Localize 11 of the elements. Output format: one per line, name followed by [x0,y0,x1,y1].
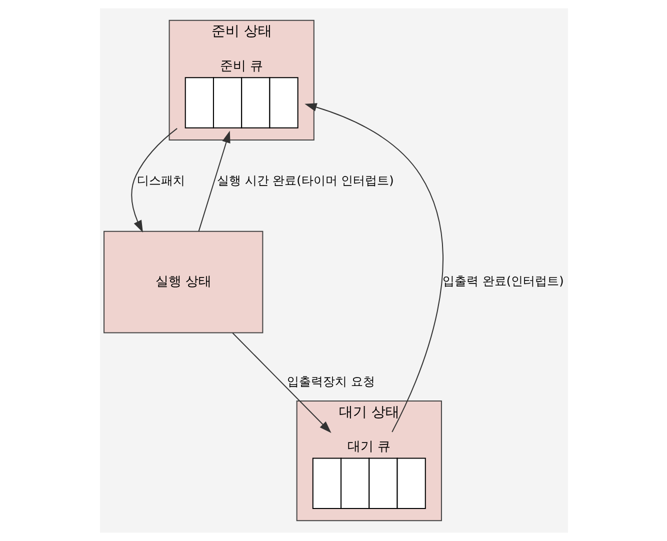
edge-label: 실행 시간 완료(타이머 인터럽트) [216,174,394,188]
arrow [130,128,177,232]
edge-label: 디스패치 [136,174,184,188]
arrow [232,332,331,433]
arrow [304,103,443,432]
node-label: 대기 큐 [347,440,390,455]
node-box: 실행 상태 [103,230,263,334]
arrow [198,130,230,232]
edge-label: 입출력장치 요청 [286,374,374,389]
node-label: 준비 큐 [220,59,263,74]
edge-label: 입출력 완료(인터럽트) [442,274,564,288]
